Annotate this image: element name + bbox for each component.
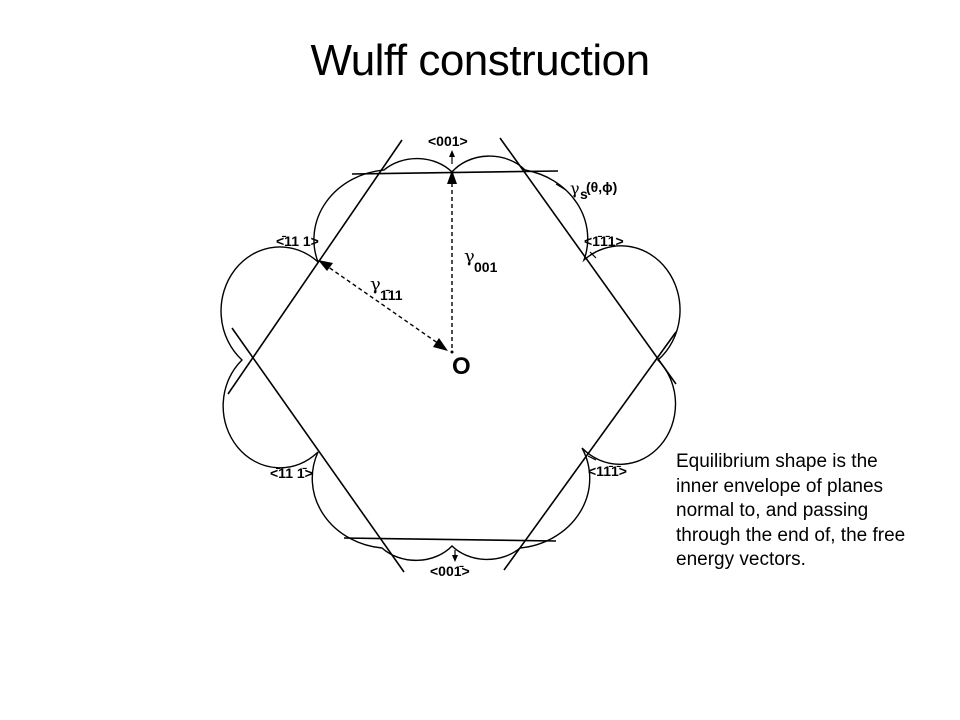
gamma-111-arrowhead (433, 338, 448, 351)
gamma-001-arrowhead (447, 170, 457, 184)
wulff-plane-upper-right (499, 137, 677, 385)
arrow-001-head (449, 150, 455, 157)
gamma-111-tail-arrowhead (318, 260, 333, 271)
arrow-00-1-head (452, 555, 458, 562)
label-1-11: <1̄1̄1> (584, 233, 624, 249)
wulff-plane-lower-left (231, 327, 405, 573)
label-00-1: <001̄> (430, 563, 470, 579)
label--11-1: <̄11 1̄> (270, 465, 313, 481)
gamma-s-symbol: γ (570, 179, 580, 198)
gamma-s-subscript: s (580, 186, 588, 202)
caption-text: Equilibrium shape is the inner envelope … (676, 451, 906, 570)
arrow-gamma-s (555, 183, 567, 191)
gamma-001-symbol: γ (464, 246, 475, 267)
wulff-plane-lower-right (503, 331, 677, 571)
gamma-s-args: (θ,ϕ) (586, 179, 617, 195)
gamma-111-vector (323, 263, 443, 347)
label--111: <̄11 1> (276, 233, 319, 249)
label-001: <001> (428, 133, 468, 149)
origin-label: O (452, 353, 471, 380)
gamma-111-symbol: γ (370, 274, 381, 295)
arrow-1-11 (589, 251, 597, 259)
gamma-111-subscript: 1̄11 (380, 287, 403, 303)
origin-dot (450, 350, 454, 354)
wulff-plane-00-1 (343, 537, 557, 542)
wulff-plane-upper-left (227, 139, 403, 395)
wulff-plane-001 (351, 170, 559, 175)
surface-energy-polar-curve (220, 155, 681, 562)
slide-title: Wulff construction (310, 36, 650, 85)
arrow-1-1-1 (587, 455, 597, 461)
gamma-001-subscript: 001 (474, 259, 498, 275)
label-1-1-1: <11̄1̄> (588, 463, 627, 479)
